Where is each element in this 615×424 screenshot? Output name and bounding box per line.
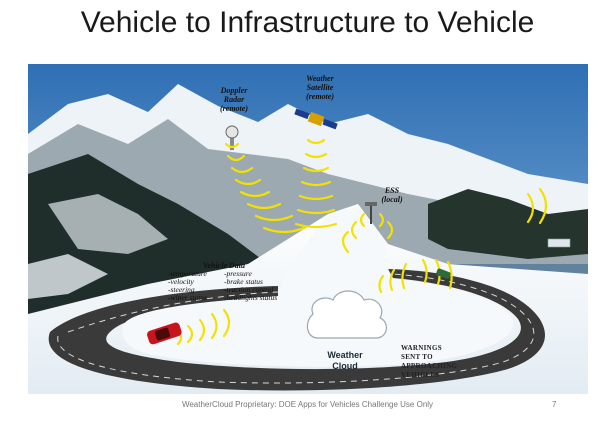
vehicle-data-row: -wiper status -headlights status (168, 294, 280, 302)
vehicle-data-item: -traction control (224, 285, 274, 294)
weather-cloud-label: Weather Cloud (327, 350, 363, 371)
slide-footer: WeatherCloud Proprietary: DOE Apps for V… (181, 400, 434, 409)
vehicle-data-item: -temperature (168, 269, 207, 278)
vehicle-data-item: -wiper status (168, 293, 207, 302)
page-number: 7 (552, 400, 557, 409)
vehicle-data-item: -brake status (224, 277, 263, 286)
doppler-radar-icon (225, 125, 239, 150)
doppler-radar-label: Doppler Radar (remote) (220, 86, 248, 113)
inner-snow-island (122, 206, 514, 367)
weather-satellite-icon (294, 108, 338, 130)
weather-cloud-shape (306, 290, 387, 339)
ess-station-icon (365, 202, 377, 224)
ess-signal-arcs (341, 187, 548, 254)
vehicle-data-list: Vehicle Data -temperature -pressure -vel… (168, 262, 280, 302)
vehicle-signal-arcs (176, 258, 453, 346)
weather-satellite-label: Weather Satellite (remote) (306, 74, 334, 101)
green-car (436, 268, 451, 279)
vehicle-data-item: -steering (168, 285, 195, 294)
radar-signal-arcs (224, 142, 306, 234)
scene-graphic (28, 64, 588, 394)
distant-truck (547, 238, 571, 248)
slide-title: Vehicle to Infrastructure to Vehicle (80, 6, 535, 39)
road (48, 269, 546, 391)
red-car (147, 322, 182, 345)
vehicle-data-item: -pressure (224, 269, 252, 278)
vehicle-data-row: -velocity -brake status (168, 278, 280, 286)
vehicle-data-item: -headlights status (224, 293, 278, 302)
satellite-signal-arcs (294, 138, 338, 229)
vehicle-data-item: -velocity (168, 277, 194, 286)
vehicle-data-row: -steering -traction control (168, 286, 280, 294)
scene-illustration: Doppler Radar (remote) Weather Satellite… (28, 64, 588, 394)
vehicle-data-title: Vehicle Data (203, 261, 245, 270)
vehicle-data-row: -temperature -pressure (168, 270, 280, 278)
warnings-label: WARNINGS SENT TO APPROACHING VEHICLES (401, 344, 458, 379)
ess-label: ESS (local) (381, 186, 403, 204)
